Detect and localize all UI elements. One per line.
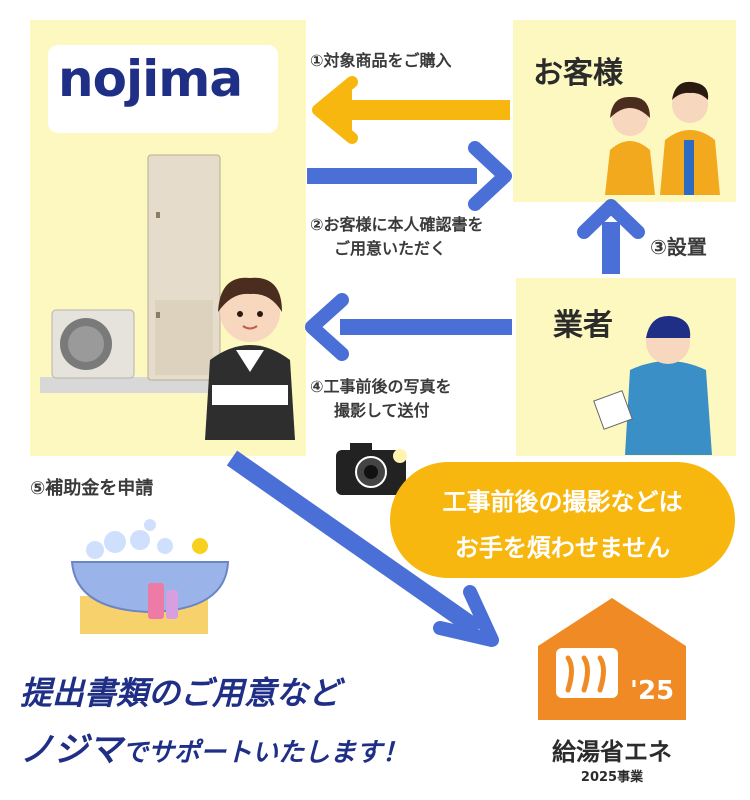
tagline-line1: 提出書類のご用意など — [20, 674, 341, 712]
contractor-heading: 業者 — [553, 308, 613, 343]
reassurance-bubble — [390, 462, 735, 578]
program-logo-subtitle: 2025事業 — [580, 770, 644, 785]
bubble-line2: お手を煩わせません — [454, 534, 671, 562]
camera-icon — [336, 443, 407, 495]
customer-heading: お客様 — [533, 56, 623, 91]
step2-label-line1: ②お客様に本人確認書を — [310, 215, 484, 234]
step3-label: ③設置 — [650, 235, 707, 259]
contractor-illustration — [593, 315, 712, 455]
step5-label: ⑤補助金を申請 — [30, 478, 154, 499]
bubble-line1: 工事前後の撮影などは — [442, 488, 683, 516]
tagline-rest: でサポートいたします！ — [122, 738, 409, 768]
tagline-brand: ノジマ — [20, 730, 122, 770]
step4-label-line1: ④工事前後の写真を — [310, 377, 452, 396]
customers-illustration — [605, 81, 720, 195]
arrow-photos — [305, 293, 512, 361]
nojima-logo: nojima — [58, 50, 243, 108]
arrow-id-document — [307, 141, 512, 211]
step2-label-line2: ご用意いただく — [334, 239, 447, 258]
arrow-purchase — [312, 76, 510, 144]
bathtub-illustration — [70, 519, 230, 634]
staff-illustration — [205, 277, 295, 440]
arrow-subsidy — [226, 450, 499, 647]
water-heater-illustration — [40, 154, 221, 393]
program-logo-year: '25 — [630, 676, 675, 706]
arrow-installation — [577, 199, 645, 274]
program-logo-name: 給湯省エネ — [552, 738, 672, 766]
step1-label: ①対象商品をご購入 — [310, 51, 452, 70]
tagline-line2: ノジマでサポートいたします！ — [20, 722, 408, 771]
nojima-logo-card — [48, 45, 278, 133]
step4-label-line2: 撮影して送付 — [334, 401, 430, 420]
program-logo-icon — [538, 598, 686, 720]
